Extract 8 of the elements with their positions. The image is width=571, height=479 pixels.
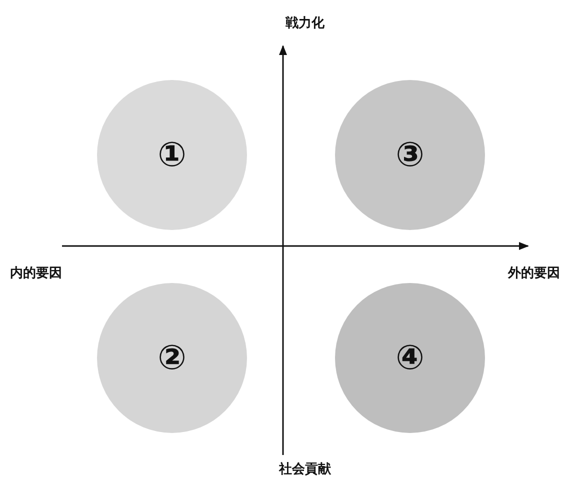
axis-label: 社会貢献 xyxy=(279,461,331,478)
quadrant-number: ② xyxy=(158,341,186,375)
axis-label: 戦力化 xyxy=(286,15,324,32)
quadrant-number: ① xyxy=(158,138,186,172)
quadrant-number: ④ xyxy=(396,341,424,375)
axis-label: 内的要因 xyxy=(10,265,62,282)
quadrant-number: ③ xyxy=(396,138,424,172)
axis-label: 外的要因 xyxy=(508,265,560,282)
